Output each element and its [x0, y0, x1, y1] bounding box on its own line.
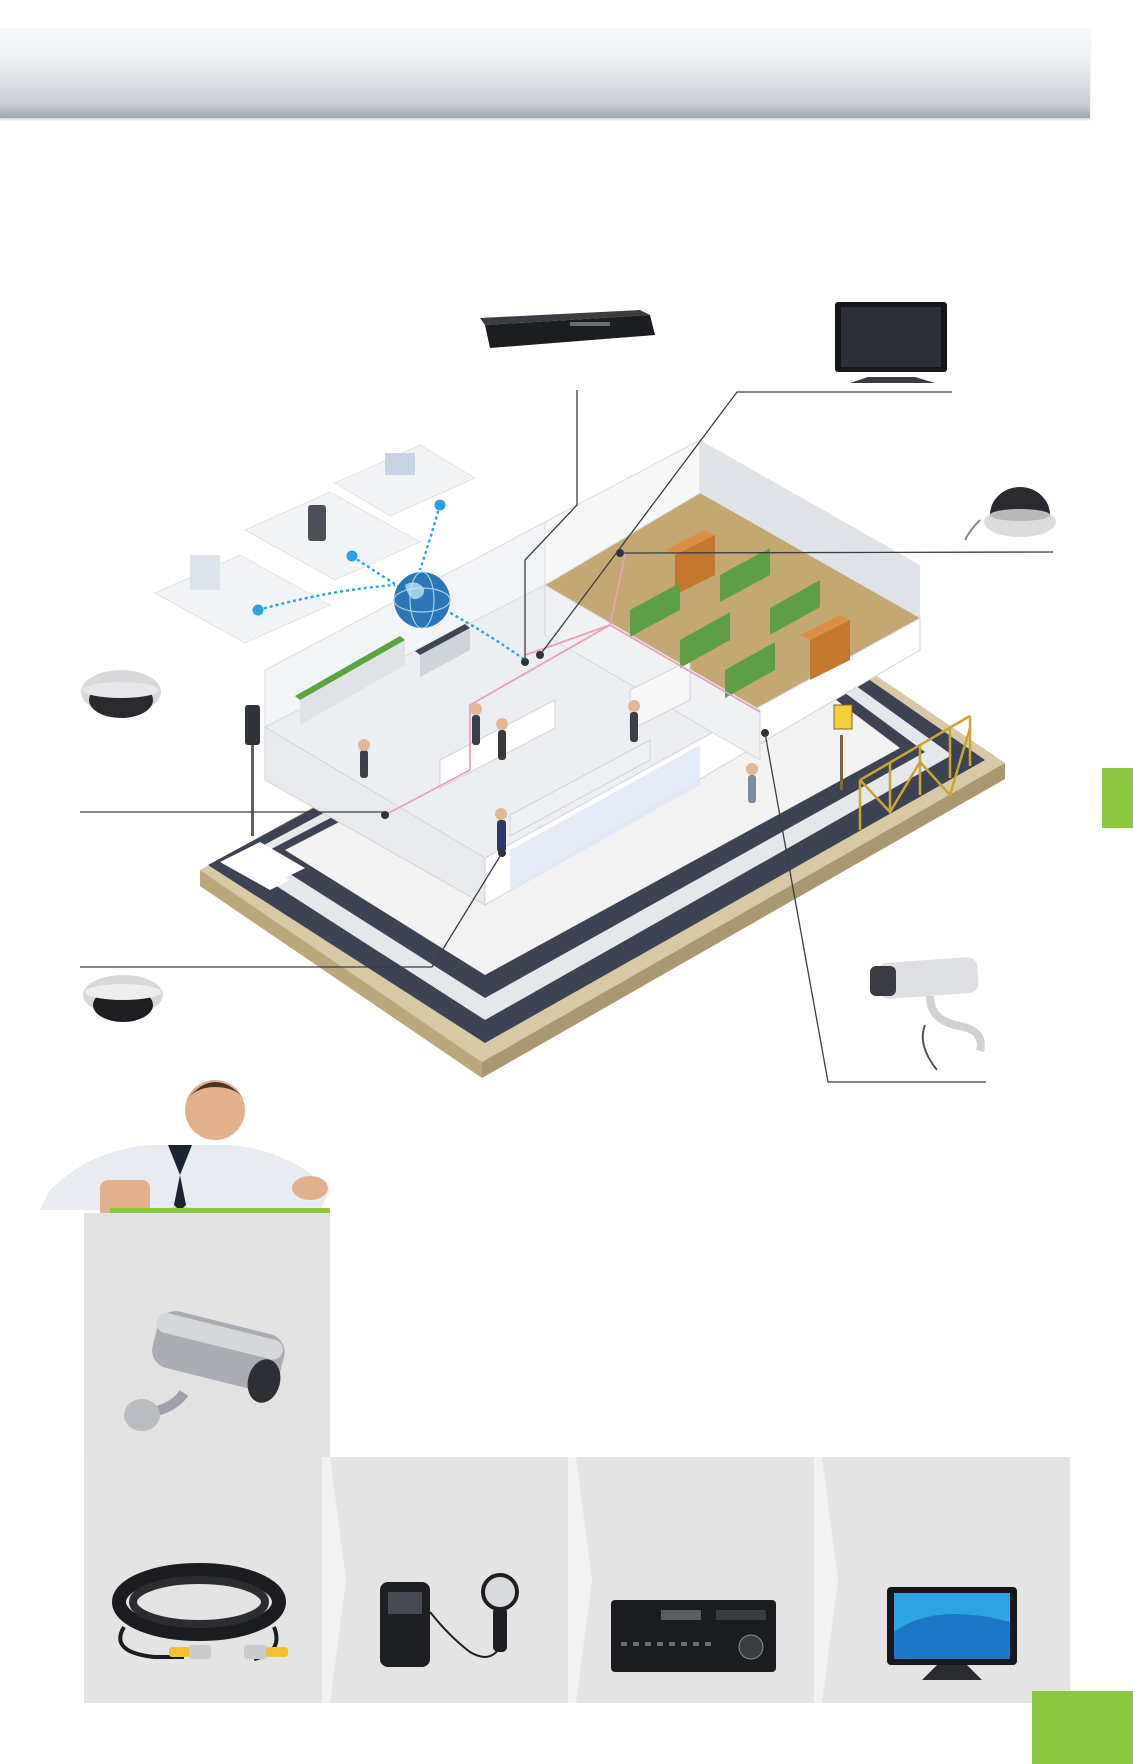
- cable-icon: [112, 1563, 288, 1661]
- side-tab: [1102, 768, 1133, 828]
- glass-front: [510, 745, 700, 892]
- network-links: [257, 504, 526, 661]
- step-pointer: [185, 1457, 225, 1477]
- dvr-recorder-icon: [480, 310, 655, 348]
- dome-camera-icon: [83, 975, 163, 1022]
- right-wall: [700, 440, 920, 618]
- people: [358, 700, 758, 852]
- warehouse-pallets: [630, 530, 850, 698]
- chevron-right-icon: [814, 1457, 838, 1703]
- bullet-camera-icon: [124, 1311, 285, 1431]
- crosswalk: [220, 842, 305, 890]
- remote-viewing-cluster: [153, 444, 477, 644]
- featured-camera-card: [84, 1213, 330, 1457]
- parking-sign: [833, 704, 853, 790]
- traffic-light: [245, 705, 260, 836]
- callout-lines: [80, 390, 1054, 1083]
- page-tab: [1032, 1691, 1133, 1764]
- chevron-right-icon: [322, 1457, 346, 1703]
- step-monitor: [814, 1457, 1068, 1703]
- globe-icon: [393, 571, 451, 629]
- step-dvr: [568, 1457, 822, 1703]
- step-light-meter: [322, 1457, 576, 1703]
- dome-camera-icon: [964, 487, 1056, 541]
- presenter-figure: [40, 1080, 330, 1262]
- store-shelves: [295, 624, 691, 837]
- monitor-icon: [835, 302, 947, 383]
- monitor-icon: [887, 1587, 1017, 1680]
- security-system-diagram: [80, 302, 1056, 1083]
- light-meter-icon: [380, 1573, 519, 1667]
- setup-steps: [84, 1457, 1070, 1703]
- dvr-icon: [611, 1600, 776, 1672]
- step-cable: [84, 1457, 330, 1703]
- fence: [858, 714, 972, 830]
- side-wall: [264, 726, 486, 906]
- header-bar: [0, 28, 1090, 118]
- network-nodes: [252, 499, 446, 616]
- dome-camera-icon: [81, 670, 161, 718]
- chevron-right-icon: [568, 1457, 592, 1703]
- bullet-camera-icon: [870, 957, 985, 1071]
